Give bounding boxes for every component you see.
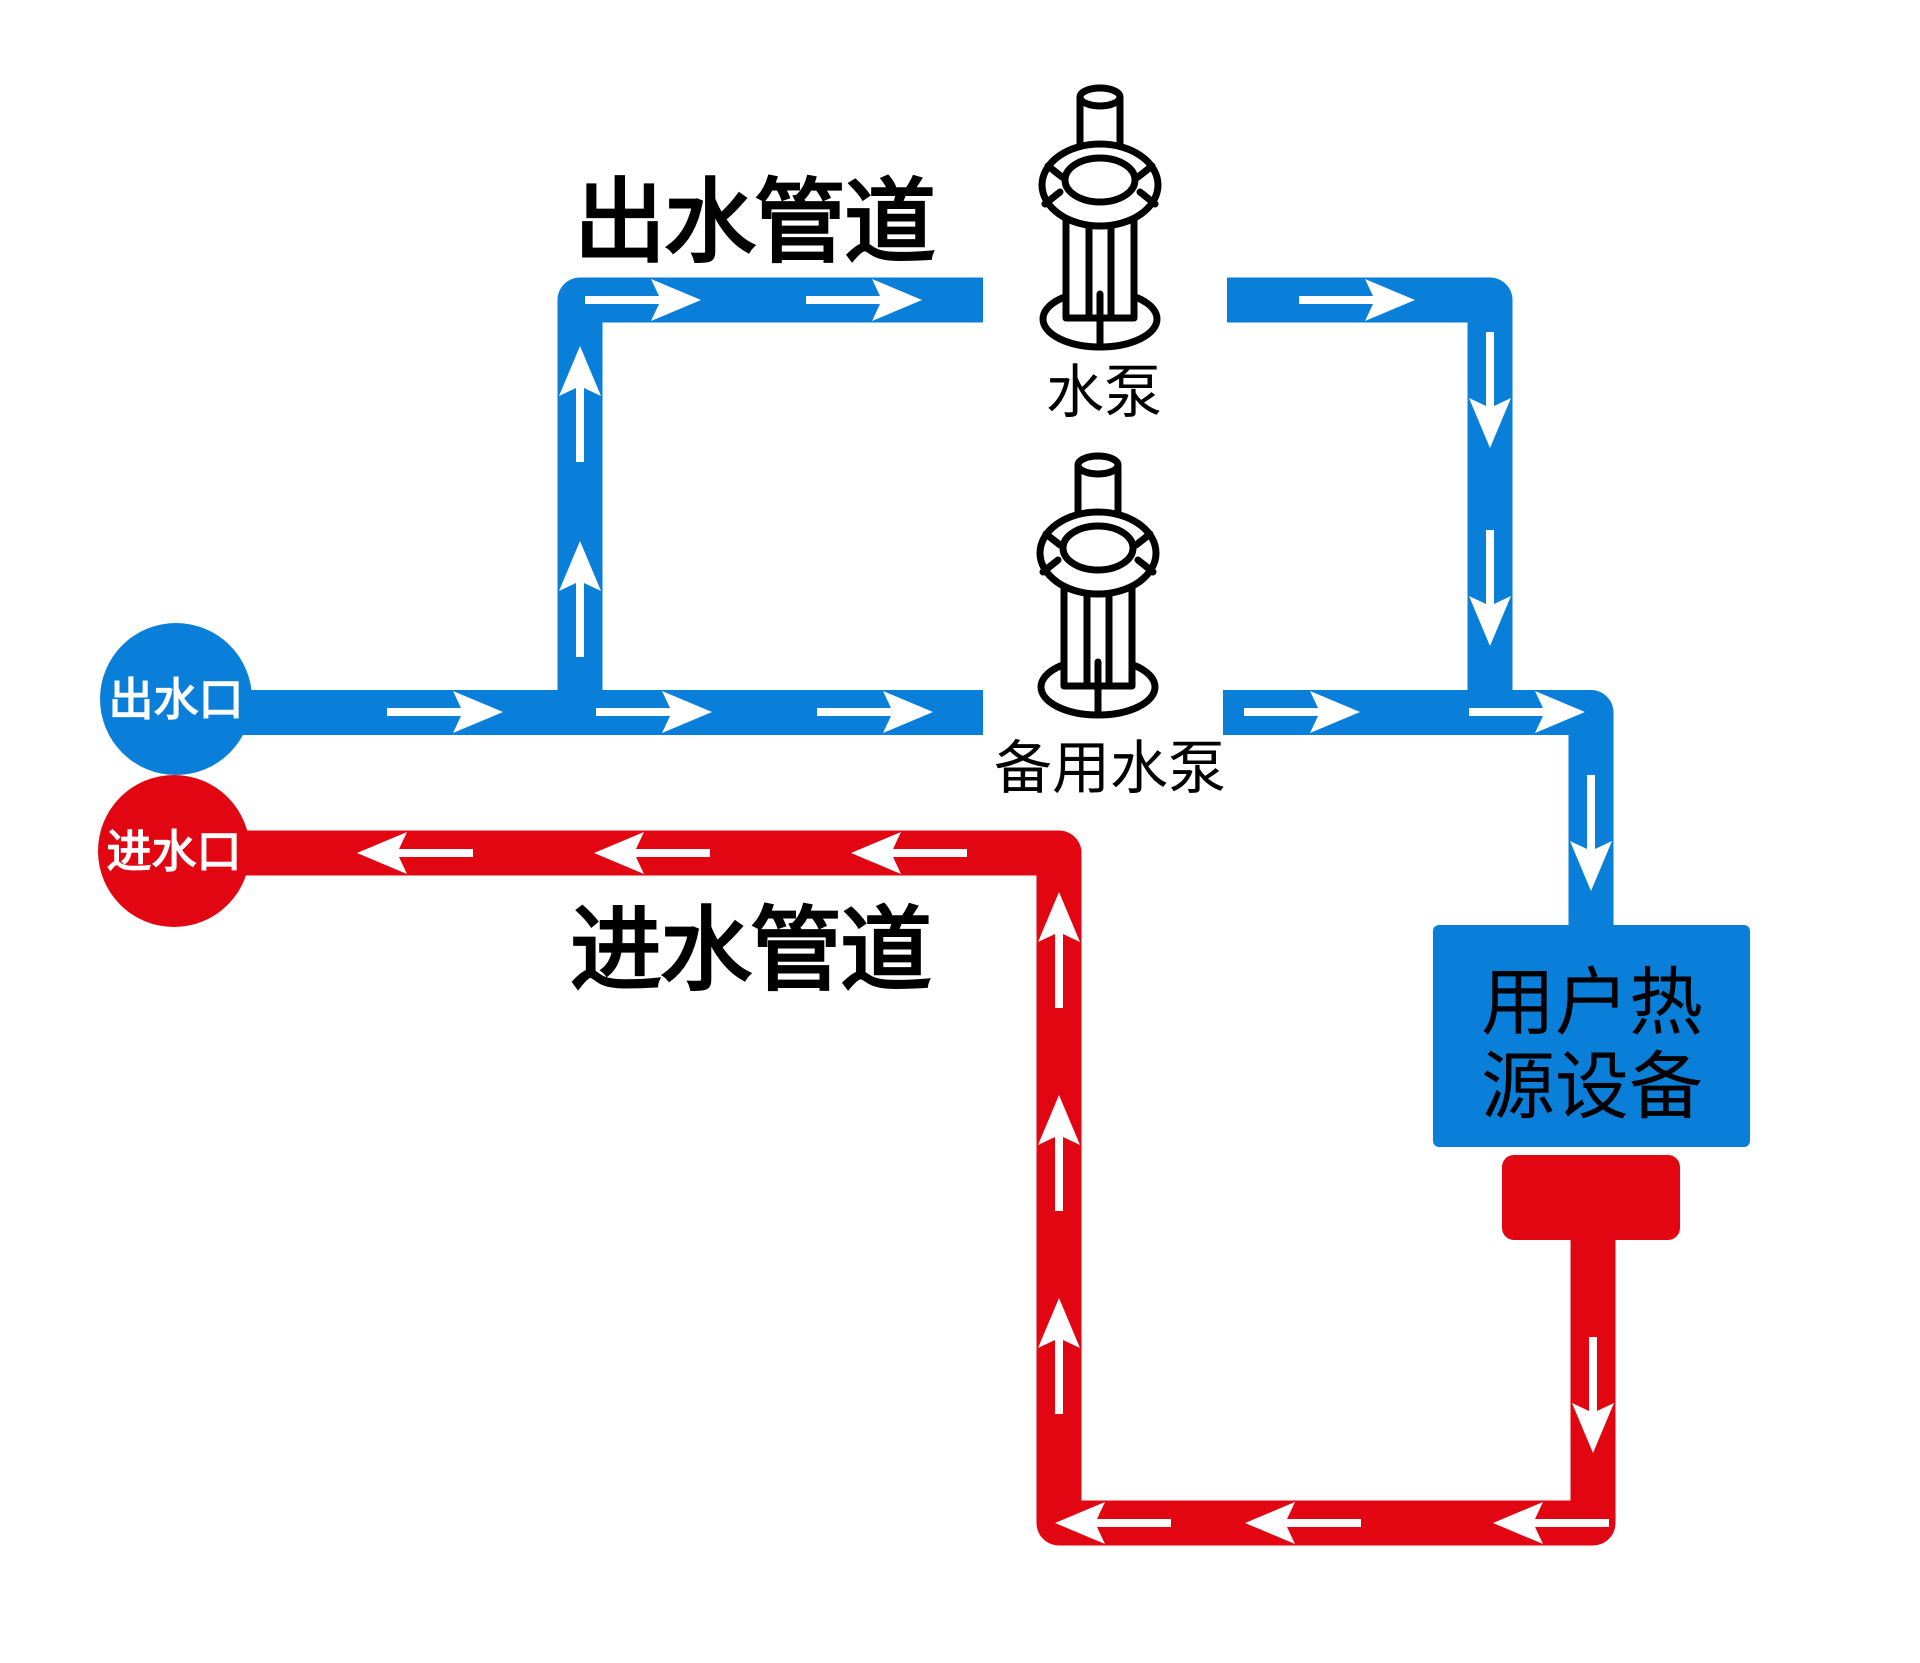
heat-device-box [1433, 925, 1750, 1147]
heat-device-label-line1: 用户热 [1481, 960, 1703, 1046]
inlet-port-circle [98, 775, 250, 927]
backup-water-pump-icon [1040, 456, 1156, 715]
inlet-port-label: 进水口 [106, 827, 241, 877]
water-pump-label: 水泵 [1046, 358, 1162, 426]
inlet-pipe-title: 进水管道 [570, 900, 931, 1002]
backup-water-pump-label: 备用水泵 [994, 734, 1226, 802]
water-pump-icon [1042, 88, 1158, 347]
flow-arrows [357, 279, 1614, 1544]
outlet-pipe-title: 出水管道 [574, 172, 935, 274]
outlet-port-label: 出水口 [108, 675, 243, 725]
heat-device-outlet-stub [1502, 1155, 1680, 1240]
heat-device-label-line2: 源设备 [1481, 1044, 1703, 1130]
outlet-pipe-mid-right-segment-and-box-drop [1223, 690, 1614, 925]
outlet-port-circle [100, 623, 252, 775]
outlet-pipe-top-right-segment-and-right-drop [1227, 277, 1513, 735]
outlet-pipe-left-riser-and-top-left-segment [557, 277, 983, 735]
